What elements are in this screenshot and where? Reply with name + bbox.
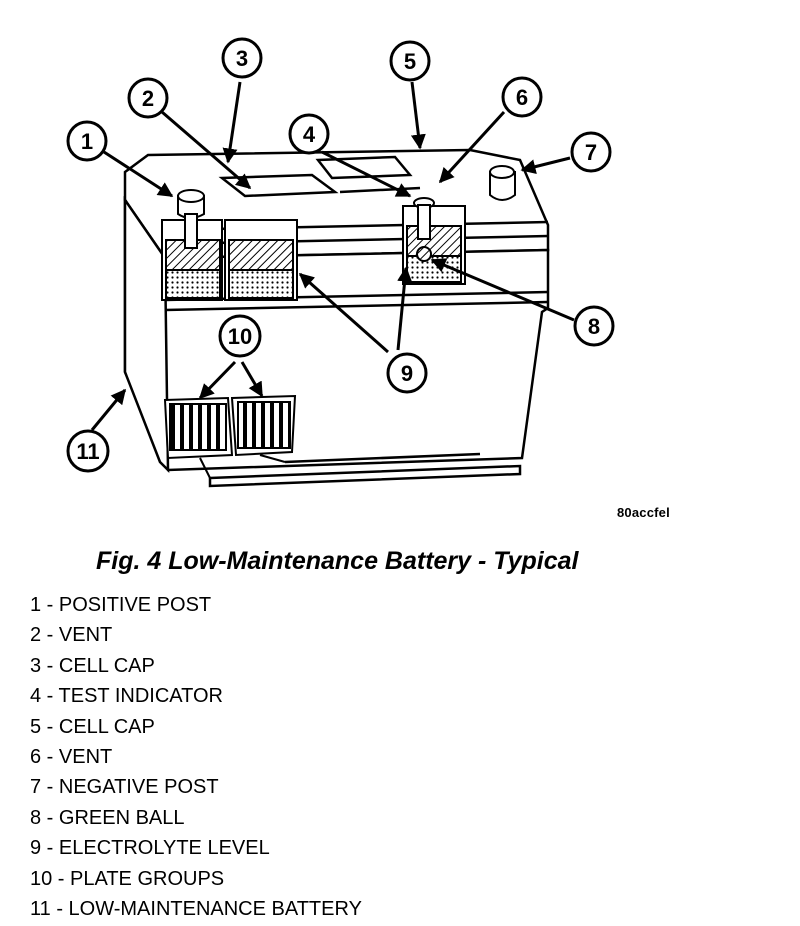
battery-diagram: 1 2 3 4 5 6 7 8 xyxy=(66,37,615,488)
svg-text:4: 4 xyxy=(303,122,316,147)
svg-text:10: 10 xyxy=(228,324,252,349)
legend-item: 3 - CELL CAP xyxy=(30,654,155,677)
callout-10: 10 xyxy=(218,314,262,358)
battery-illustration: 1 2 3 4 5 6 7 8 xyxy=(66,37,615,488)
positive-post xyxy=(177,189,205,249)
test-indicator xyxy=(413,197,435,262)
callout-5: 5 xyxy=(389,40,431,82)
svg-text:11: 11 xyxy=(76,439,99,464)
svg-text:3: 3 xyxy=(236,46,248,71)
legend-item: 4 - TEST INDICATOR xyxy=(30,685,223,708)
figure-code: 80accfel xyxy=(617,505,670,520)
callout-1: 1 xyxy=(66,120,108,162)
svg-text:5: 5 xyxy=(404,49,416,74)
legend-item: 11 - LOW-MAINTENANCE BATTERY xyxy=(30,897,362,920)
cell-windows xyxy=(161,205,466,301)
legend-item: 1 - POSITIVE POST xyxy=(30,594,212,616)
figure-caption: Fig. 4 Low-Maintenance Battery - Typical xyxy=(96,547,579,575)
legend-item: 5 - CELL CAP xyxy=(30,715,155,738)
legend-item: 9 - ELECTROLYTE LEVEL xyxy=(30,837,270,860)
callout-2: 2 xyxy=(127,77,169,119)
legend-item: 10 - PLATE GROUPS xyxy=(30,867,225,890)
svg-text:7: 7 xyxy=(585,140,597,165)
legend-item: 2 - VENT xyxy=(30,624,113,647)
svg-text:8: 8 xyxy=(588,314,600,339)
svg-text:9: 9 xyxy=(401,361,413,386)
callout-7: 7 xyxy=(570,131,612,173)
legend-list: 1 - POSITIVE POST 2 - VENT 3 - CELL CAP … xyxy=(30,592,362,926)
legend-item: 8 - GREEN BALL xyxy=(30,806,185,829)
svg-text:6: 6 xyxy=(516,85,528,110)
callout-6: 6 xyxy=(501,76,543,118)
callout-9: 9 xyxy=(386,352,428,394)
callout-8: 8 xyxy=(573,305,615,347)
negative-post xyxy=(489,165,516,201)
legend-item: 6 - VENT xyxy=(30,745,113,768)
legend-item: 7 - NEGATIVE POST xyxy=(30,776,219,799)
svg-text:2: 2 xyxy=(142,86,154,111)
svg-text:1: 1 xyxy=(81,129,93,154)
callout-3: 3 xyxy=(221,37,263,79)
callout-11: 11 xyxy=(66,429,110,473)
leader-lines xyxy=(90,81,575,431)
callout-4: 4 xyxy=(288,113,330,155)
